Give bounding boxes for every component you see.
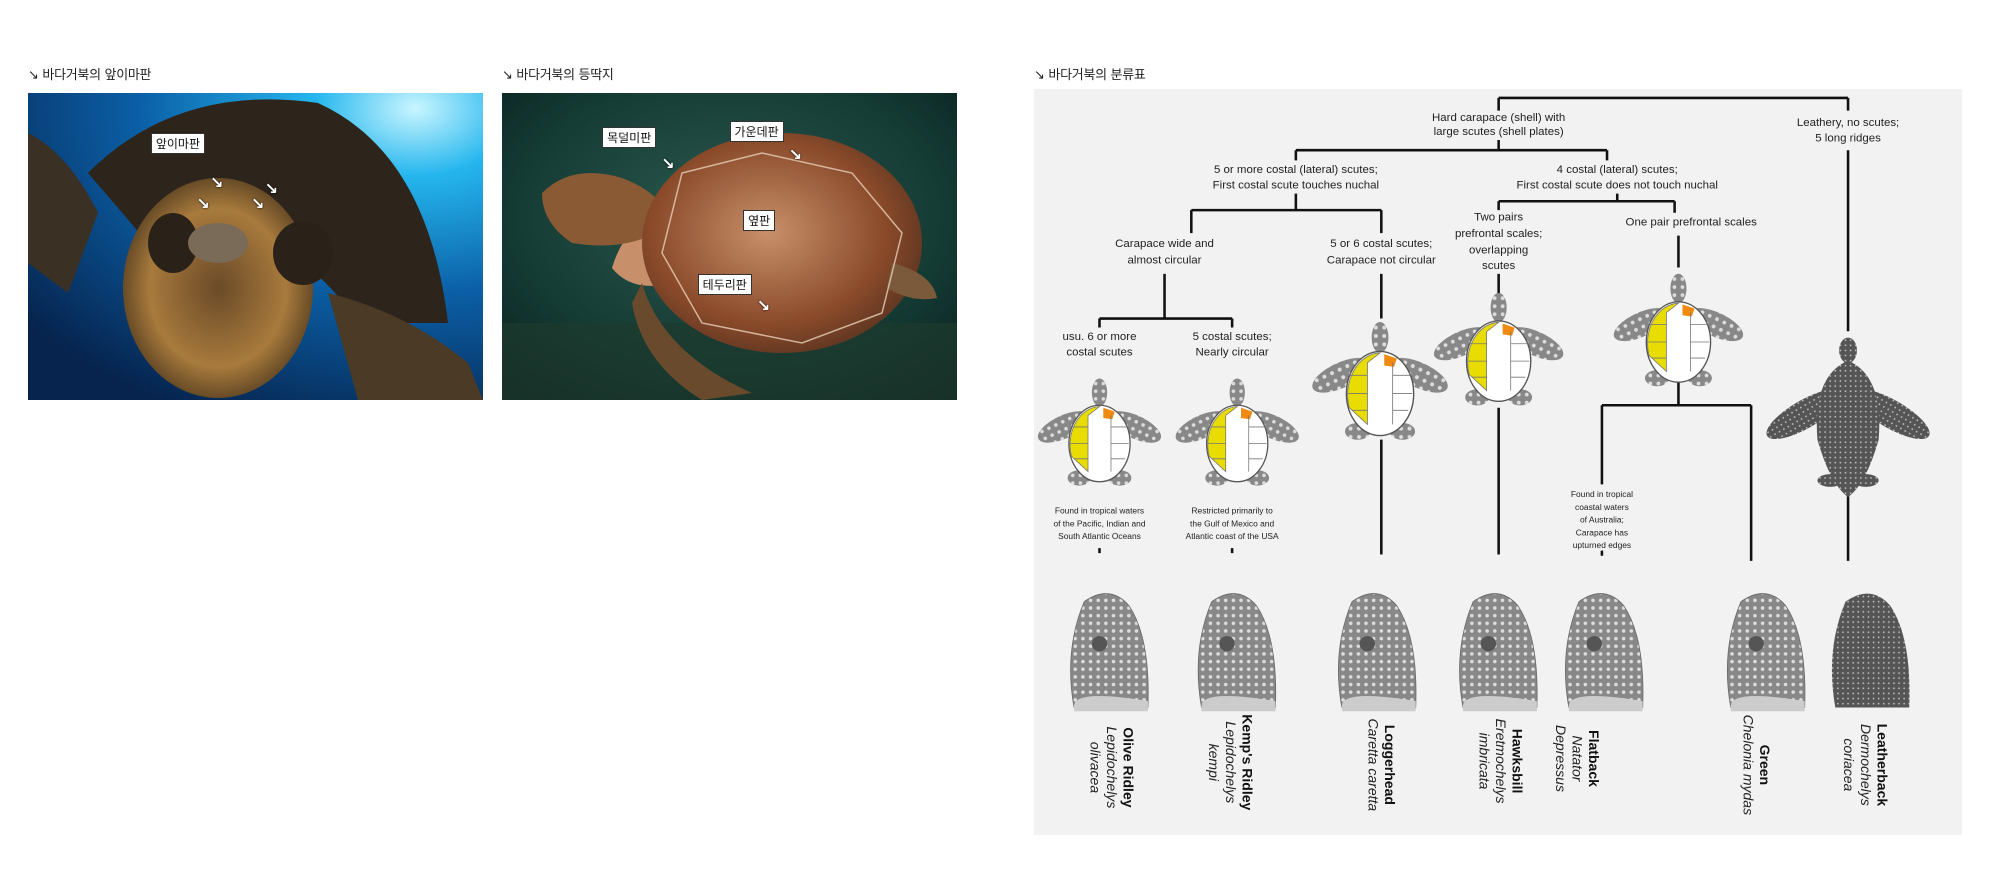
species-name-hawksbill: Hawksbill xyxy=(1510,729,1526,794)
species-sci-name: Natator xyxy=(1570,736,1586,783)
flatback-note: coastal waters xyxy=(1575,502,1629,512)
arrow-icon: ↘ xyxy=(661,154,675,174)
two-pairs-label: overlapping xyxy=(1469,245,1528,257)
arrow-icon: ↘ xyxy=(788,145,803,165)
green-head-drawing xyxy=(1726,592,1806,712)
classification-tree: Hard carapace (shell) with large scutes … xyxy=(1034,96,1930,815)
five-plus-costal-label: First costal scute touches nuchal xyxy=(1213,179,1379,191)
species-sci-name: kempi xyxy=(1206,744,1222,782)
photo-turtle-carapace: 목덜미판 ↘ 가운데판 ↘ 옆판 테두리판 ↘ xyxy=(502,93,957,400)
kemps-ridley-note: the Gulf of Mexico and xyxy=(1190,518,1274,528)
turtle-shell-image xyxy=(502,93,957,400)
five-plus-costal-label: 5 or more costal (lateral) scutes; xyxy=(1214,164,1378,176)
arrow-icon: ↘ xyxy=(264,178,278,198)
olive-ridley-head-drawing xyxy=(1069,592,1149,712)
species-sci-name: coriacea xyxy=(1841,738,1857,791)
species-name-olive-ridley: Olive Ridley xyxy=(1121,727,1137,807)
one-pair-label: One pair prefrontal scales xyxy=(1626,216,1758,228)
kemps-ridley-note: Restricted primarily to xyxy=(1191,506,1273,516)
species-name-kemps-ridley: Kemp's Ridley xyxy=(1239,714,1255,810)
olive-ridley-turtle-drawing xyxy=(1034,377,1167,487)
root-label: Hard carapace (shell) with xyxy=(1432,112,1565,124)
flatback-head-drawing xyxy=(1564,592,1644,712)
heading-classification: ↘ 바다거북의 분류표 xyxy=(1034,68,1146,83)
turtle-face-image xyxy=(28,93,483,400)
arrow-icon: ↘ xyxy=(756,295,771,315)
five-costal-label: 5 costal scutes; xyxy=(1193,331,1272,343)
olive-ridley-note: South Atlantic Oceans xyxy=(1058,531,1141,541)
arrow-icon: ↘ xyxy=(196,194,210,214)
classification-diagram: Hard carapace (shell) with large scutes … xyxy=(1034,89,1962,835)
heading-front-scales: ↘ 바다거북의 앞이마판 xyxy=(28,68,152,83)
species-sci-name: Eretmochelys xyxy=(1493,719,1509,804)
species-name-leatherback: Leatherback xyxy=(1874,724,1890,807)
label-front-scales: 앞이마판 xyxy=(150,132,206,154)
species-sci-name: Lepidochelys xyxy=(1104,726,1120,808)
label-vertebral-scute: 가운데판 xyxy=(729,120,784,142)
leathery-label: Leathery, no scutes; xyxy=(1797,117,1899,129)
olive-ridley-note: of the Pacific, Indian and xyxy=(1053,518,1145,528)
leatherback-turtle-drawing xyxy=(1766,337,1930,498)
species-sci-name: imbricata xyxy=(1477,733,1493,790)
loggerhead-head-drawing xyxy=(1337,592,1417,712)
label-nuchal-scute: 목덜미판 xyxy=(602,126,657,148)
kemps-ridley-head-drawing xyxy=(1197,592,1277,712)
label-costal-scute: 옆판 xyxy=(743,209,776,231)
carapace-wide-label: Carapace wide and xyxy=(1115,238,1214,250)
flatback-note: Carapace has xyxy=(1576,527,1628,537)
five-six-costal-label: 5 or 6 costal scutes; xyxy=(1330,238,1432,250)
flatback-note: Found in tropical xyxy=(1571,489,1633,499)
species-sci-name: Dermochelys xyxy=(1858,724,1874,806)
olive-ridley-note: Found in tropical waters xyxy=(1055,506,1144,516)
four-costal-label: 4 costal (lateral) scutes; xyxy=(1557,164,1678,176)
species-name-flatback: Flatback xyxy=(1586,730,1602,787)
label-marginal-scute: 테두리판 xyxy=(697,274,752,296)
species-sci-name: Caretta caretta xyxy=(1366,719,1382,812)
species-sci-name: Depressus xyxy=(1553,725,1569,792)
leatherback-head-drawing xyxy=(1831,593,1910,708)
loggerhead-turtle-drawing xyxy=(1306,321,1454,441)
kemps-ridley-turtle-drawing xyxy=(1170,377,1304,487)
five-six-costal-label: Carapace not circular xyxy=(1327,255,1436,267)
hawksbill-turtle-drawing xyxy=(1428,292,1569,406)
species-sci-name: olivacea xyxy=(1088,742,1104,794)
two-pairs-label: scutes xyxy=(1482,260,1515,272)
hawksbill-head-drawing xyxy=(1458,592,1538,712)
species-sci-name: Lepidochelys xyxy=(1223,721,1239,803)
root-label: large scutes (shell plates) xyxy=(1434,126,1564,138)
two-pairs-label: prefrontal scales; xyxy=(1455,228,1542,240)
four-costal-label: First costal scute does not touch nuchal xyxy=(1517,179,1718,191)
arrow-icon: ↘ xyxy=(210,172,224,192)
green-turtle-drawing xyxy=(1608,273,1749,387)
flatback-note: of Australia; xyxy=(1580,515,1624,525)
heading-carapace: ↘ 바다거북의 등딱지 xyxy=(502,68,614,83)
two-pairs-label: Two pairs xyxy=(1474,211,1523,223)
arrow-icon: ↘ xyxy=(250,194,265,214)
flatback-note: upturned edges xyxy=(1573,540,1631,550)
usu-six-label: costal scutes xyxy=(1066,347,1133,359)
kemps-ridley-note: Atlantic coast of the USA xyxy=(1186,531,1279,541)
usu-six-label: usu. 6 or more xyxy=(1063,331,1137,343)
carapace-wide-label: almost circular xyxy=(1128,255,1202,267)
species-name-loggerhead: Loggerhead xyxy=(1382,725,1398,805)
species-name-green: Green xyxy=(1757,745,1773,786)
five-costal-label: Nearly circular xyxy=(1195,347,1268,359)
leathery-label: 5 long ridges xyxy=(1815,132,1881,144)
species-sci-name: Chelonia mydas xyxy=(1740,715,1756,815)
photo-turtle-front-face: 앞이마판 ↘ ↘ ↘ ↘ xyxy=(28,93,483,400)
